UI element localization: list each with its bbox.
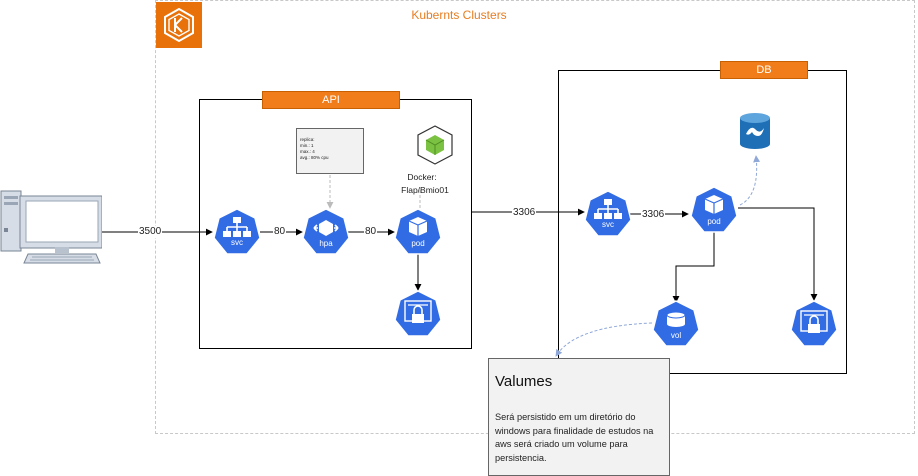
db-pod-label: pod [707, 217, 721, 226]
port-label-svc-hpa: 80 [273, 226, 287, 238]
port-label-client: 3500 [138, 226, 163, 238]
api-hpa-label: hpa [319, 239, 333, 248]
hpa-note-line: replica: [300, 137, 315, 142]
db-vol-node[interactable]: vol [652, 300, 700, 348]
api-pod-label: pod [411, 239, 425, 248]
hpa-note-line: min.: 1 [300, 143, 314, 148]
api-svc-label: svc [231, 238, 243, 247]
mysql-database-icon [740, 113, 770, 149]
secret-lock-icon [394, 290, 442, 337]
port-label-hpa-pod: 80 [364, 226, 378, 238]
hpa-note-line: max.: 4 [300, 149, 315, 154]
service-icon [213, 208, 261, 255]
docker-label: Docker: [407, 172, 437, 182]
api-pod-node[interactable]: pod [394, 208, 442, 256]
api-title-tag: API [262, 91, 400, 109]
hpa-note-line: avg.: 80% cpu [300, 155, 329, 160]
db-vol-label: vol [670, 331, 682, 340]
volumes-note-text: Será persistido em um diretório do windo… [495, 412, 654, 463]
db-svc-label: svc [602, 220, 614, 229]
port-label-api-db: 3306 [512, 207, 537, 219]
cluster-title: Kubernts Clusters [411, 8, 507, 22]
db-secret-node[interactable] [790, 300, 838, 348]
pod-icon [394, 208, 442, 255]
docker-container-icon [417, 125, 453, 165]
api-hpa-node[interactable]: hpa [302, 208, 350, 256]
db-svc-node[interactable]: svc [584, 190, 632, 238]
db-group-box [558, 70, 847, 374]
volume-icon [652, 300, 700, 347]
hpa-config-note: replica: min.: 1 max.: 4 avg.: 80% cpu [296, 128, 364, 174]
volumes-note-title: Valumes [495, 373, 553, 390]
hpa-icon [302, 208, 350, 255]
db-title-tag: DB [720, 61, 808, 79]
pod-icon [690, 186, 738, 233]
volumes-note-card: Valumes Será persistido em um diretório … [488, 358, 670, 476]
db-pod-node[interactable]: pod [690, 186, 738, 234]
client-computer-icon [0, 190, 102, 264]
api-secret-node[interactable] [394, 290, 442, 338]
service-icon [584, 190, 632, 237]
port-label-db-svc-pod: 3306 [641, 209, 666, 221]
docker-image-label: Flap/Bmio01 [401, 185, 449, 195]
api-svc-node[interactable]: svc [213, 208, 261, 256]
secret-lock-icon [790, 300, 838, 347]
eks-logo-icon [156, 2, 202, 48]
